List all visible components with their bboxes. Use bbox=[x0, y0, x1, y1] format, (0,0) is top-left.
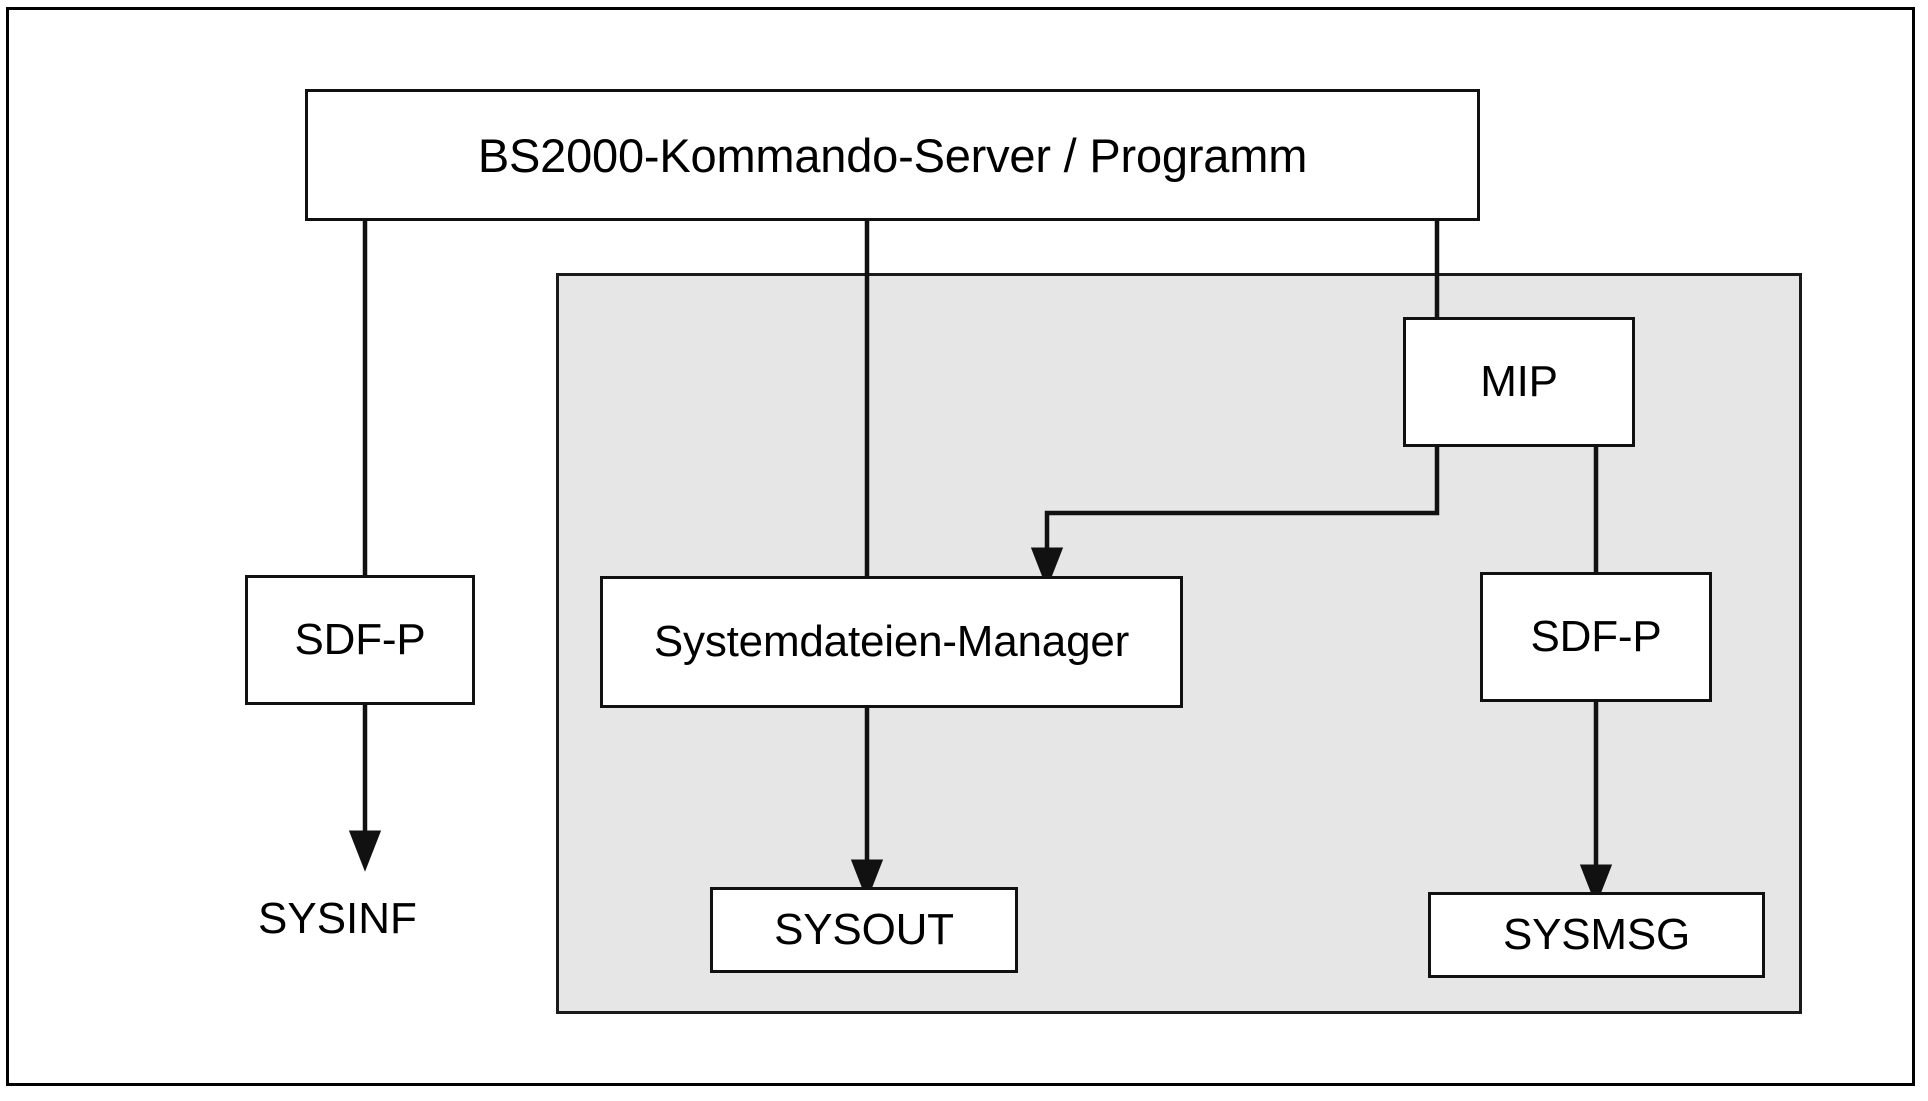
node-systemdateien-manager-label: Systemdateien-Manager bbox=[653, 617, 1130, 666]
node-sysout[interactable]: SYSOUT bbox=[710, 887, 1018, 973]
node-sdf-p-left-label: SDF-P bbox=[294, 615, 426, 664]
node-bs2000-kommando-server-label: BS2000-Kommando-Server / Programm bbox=[477, 128, 1308, 182]
node-sysmsg[interactable]: SYSMSG bbox=[1428, 892, 1765, 978]
label-sysinf: SYSINF bbox=[258, 894, 417, 943]
node-bs2000-kommando-server[interactable]: BS2000-Kommando-Server / Programm bbox=[305, 89, 1480, 221]
node-sdf-p-right-label: SDF-P bbox=[1530, 612, 1662, 661]
node-systemdateien-manager[interactable]: Systemdateien-Manager bbox=[600, 576, 1183, 708]
node-sysout-label: SYSOUT bbox=[774, 905, 954, 954]
node-sysmsg-label: SYSMSG bbox=[1502, 910, 1691, 959]
node-sdf-p-left[interactable]: SDF-P bbox=[245, 575, 475, 705]
node-mip[interactable]: MIP bbox=[1403, 317, 1635, 447]
node-sdf-p-right[interactable]: SDF-P bbox=[1480, 572, 1712, 702]
node-mip-label: MIP bbox=[1480, 357, 1558, 406]
